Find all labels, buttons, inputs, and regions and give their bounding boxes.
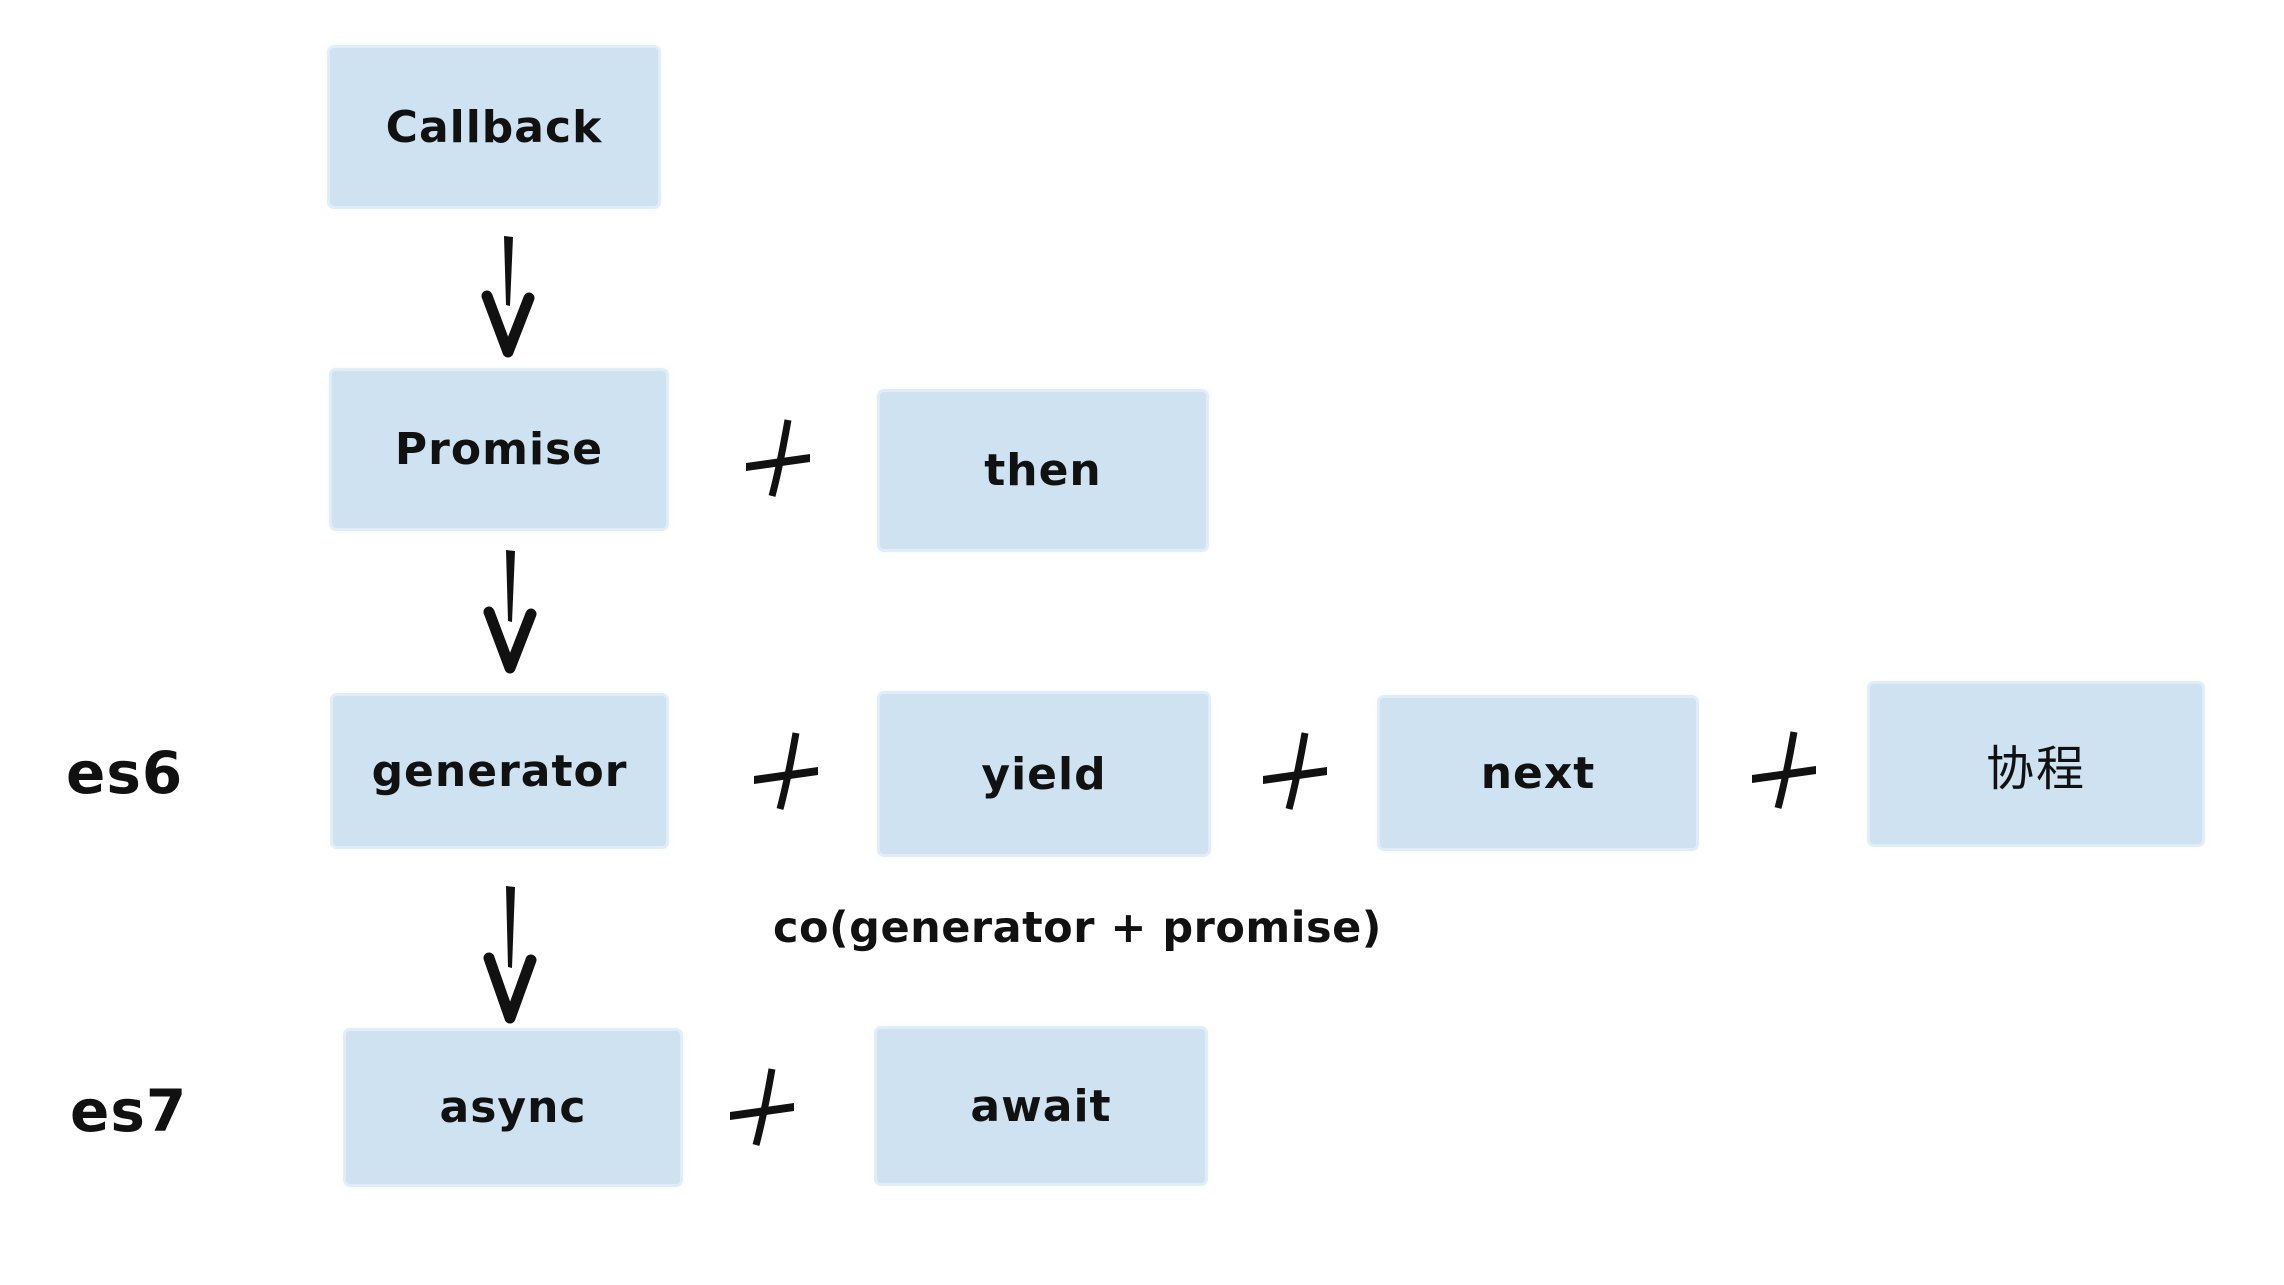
arrow-down-icon bbox=[481, 884, 539, 1024]
plus-icon bbox=[1748, 726, 1820, 814]
plus-icon bbox=[742, 414, 814, 502]
callback-box: Callback bbox=[330, 48, 658, 206]
yield-box: yield bbox=[880, 694, 1208, 854]
async-box: async bbox=[346, 1031, 680, 1184]
await-box: await bbox=[877, 1029, 1205, 1183]
plus-icon bbox=[726, 1063, 798, 1151]
generator-box: generator bbox=[333, 696, 666, 846]
arrow-down-icon bbox=[481, 548, 539, 674]
then-box: then bbox=[880, 392, 1206, 549]
es6-label: es6 bbox=[66, 739, 184, 807]
es7-label: es7 bbox=[70, 1077, 188, 1145]
next-box: next bbox=[1380, 698, 1696, 848]
promise-box: Promise bbox=[332, 371, 666, 528]
arrow-down-icon bbox=[479, 234, 537, 358]
plus-icon bbox=[750, 727, 822, 815]
co-annotation: co(generator + promise) bbox=[773, 903, 1382, 953]
coroutine-box: 协程 bbox=[1870, 684, 2202, 844]
plus-icon bbox=[1259, 727, 1331, 815]
